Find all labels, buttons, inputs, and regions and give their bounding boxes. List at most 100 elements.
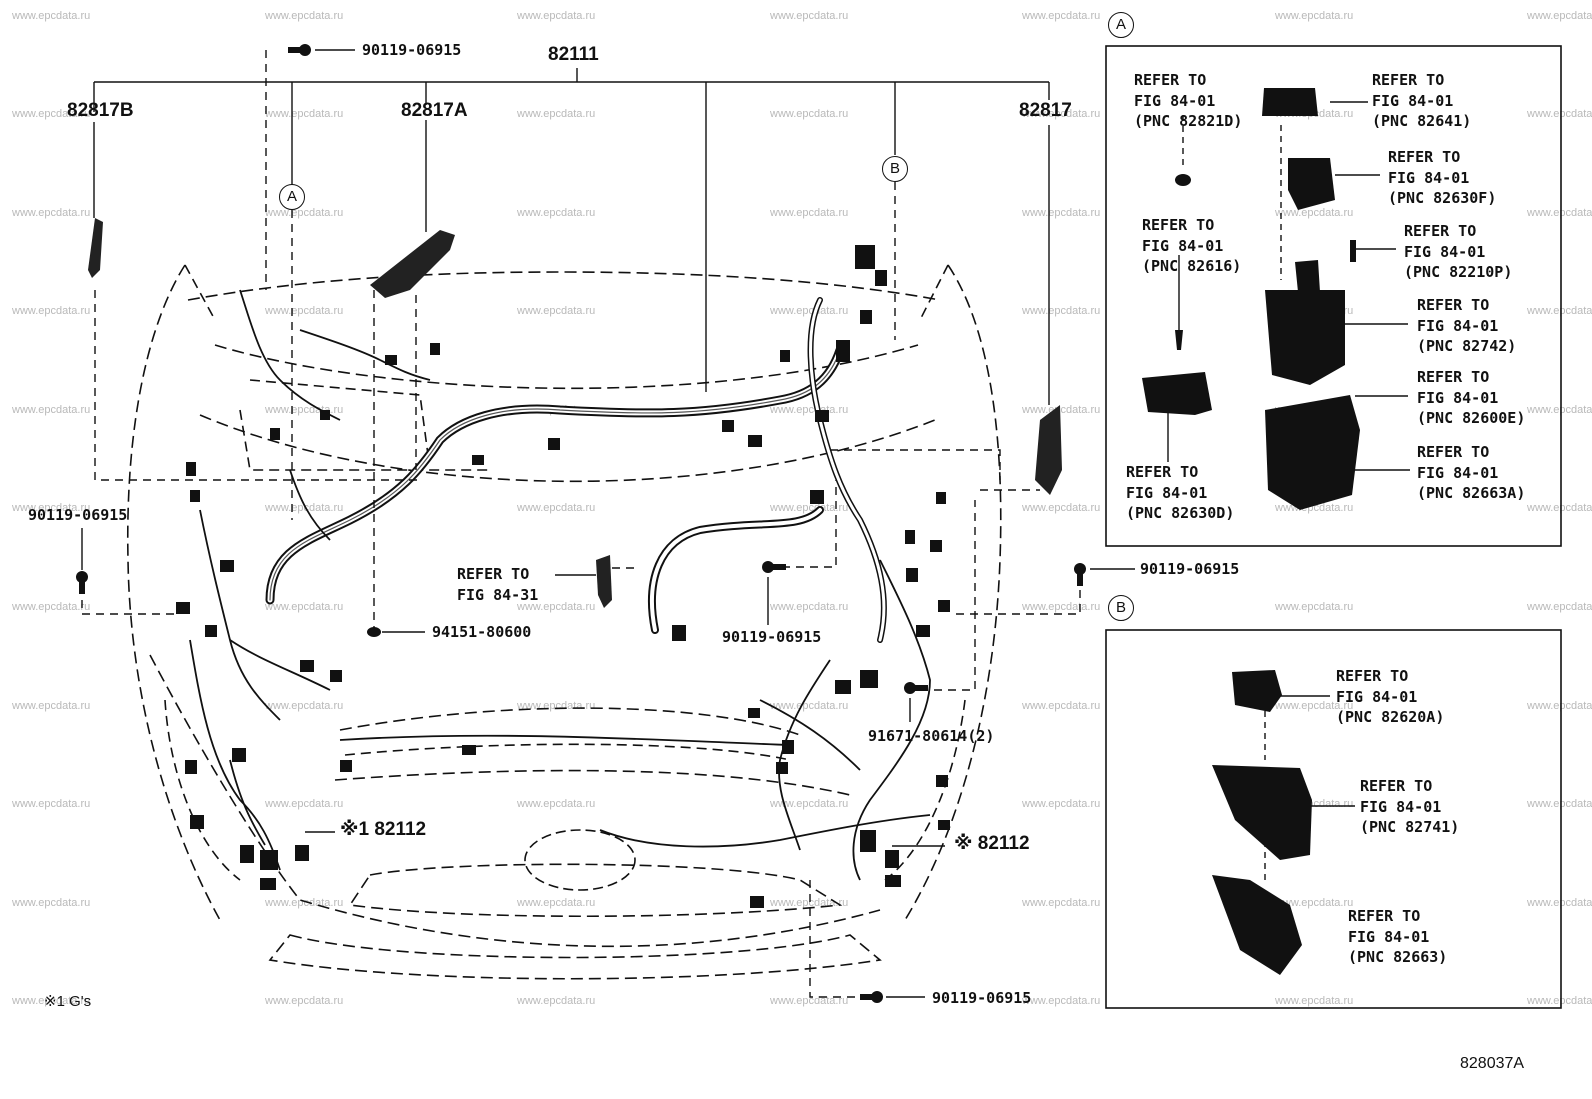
watermark-text: www.epcdata.ru (770, 10, 849, 22)
box-b-ref-82663[interactable]: REFER TO FIG 84-01 (PNC 82663) (1348, 907, 1448, 966)
box-a-ref-82641[interactable]: REFER TO FIG 84-01 (PNC 82641) (1372, 71, 1472, 130)
bolt-left-label[interactable]: 90119-06915 (28, 506, 128, 524)
watermark-text: www.epcdata.ru (770, 798, 849, 810)
watermark-text: www.epcdata.ru (770, 108, 849, 120)
watermark-text: www.epcdata.ru (1022, 700, 1101, 712)
nut-label[interactable]: 91671-80614(2) (868, 727, 995, 745)
bolt-top-label[interactable]: 90119-06915 (362, 41, 462, 59)
box-a-ref-82630D[interactable]: REFER TO FIG 84-01 (PNC 82630D) (1126, 463, 1235, 522)
part-82817-label[interactable]: 82817 (1019, 100, 1072, 121)
watermark-text: www.epcdata.ru (770, 601, 849, 613)
box-a-ref-82630F[interactable]: REFER TO FIG 84-01 (PNC 82630F) (1388, 148, 1497, 207)
refer-fig-84-31-label[interactable]: REFER TO FIG 84-31 (457, 565, 539, 604)
dashed-links (81, 50, 1081, 998)
sub-harness-right-label[interactable]: ※ 82112 (954, 833, 1030, 854)
callout-b-marker[interactable]: B (882, 156, 908, 182)
part-82817A-label[interactable]: 82817A (401, 100, 468, 121)
box-a-ref-82210P[interactable]: REFER TO FIG 84-01 (PNC 82210P) (1404, 222, 1513, 281)
bolt-bottom-label[interactable]: 90119-06915 (932, 989, 1032, 1007)
watermark-text: www.epcdata.ru (1275, 207, 1354, 219)
watermark-text: www.epcdata.ru (12, 108, 91, 120)
box-a-ref-82616[interactable]: REFER TO FIG 84-01 (PNC 82616) (1142, 216, 1242, 275)
watermark-text: www.epcdata.ru (265, 108, 344, 120)
fasteners (76, 44, 1086, 1003)
box-a-ref-82821D[interactable]: REFER TO FIG 84-01 (PNC 82821D) (1134, 71, 1243, 130)
harness-bundles (265, 297, 887, 643)
watermark-text: www.epcdata.ru (770, 502, 849, 514)
grommet-label[interactable]: 94151-80600 (432, 623, 532, 641)
watermark-text: www.epcdata.ru (265, 798, 344, 810)
harness-wires (189, 289, 931, 881)
watermark-text: www.epcdata.ru (1022, 10, 1101, 22)
sub-harness-left-label[interactable]: ※1 82112 (340, 819, 427, 840)
box-a-ref-82742[interactable]: REFER TO FIG 84-01 (PNC 82742) (1417, 296, 1517, 355)
watermark-text: www.epcdata.ru (1275, 700, 1354, 712)
diagram-id: 828037A (1460, 1055, 1525, 1072)
watermark-text: www.epcdata.ru (517, 502, 596, 514)
box-b-frame (1105, 629, 1562, 1009)
watermark-text: www.epcdata.ru (12, 502, 91, 514)
watermark-text: www.epcdata.ru (1022, 995, 1101, 1007)
watermark-text: www.epcdata.ru (12, 897, 91, 909)
watermark-text: www.epcdata.ru (12, 404, 91, 416)
watermark-text: www.epcdata.ru (1275, 897, 1354, 909)
watermark-text: www.epcdata.ru (517, 798, 596, 810)
box-a-frame (1105, 45, 1562, 547)
box-a-ref-82663A[interactable]: REFER TO FIG 84-01 (PNC 82663A) (1417, 443, 1526, 502)
watermark-text: www.epcdata.ru (1527, 897, 1592, 909)
watermark-text: www.epcdata.ru (265, 10, 344, 22)
watermark-text: www.epcdata.ru (1022, 502, 1101, 514)
watermark-text: www.epcdata.ru (770, 995, 849, 1007)
footnote: ※1 G's (44, 993, 92, 1010)
watermark-text: www.epcdata.ru (1527, 108, 1592, 120)
leader-lines (81, 49, 1135, 998)
watermark-text: www.epcdata.ru (1275, 601, 1354, 613)
protector-parts (88, 218, 1062, 608)
bolt-right-label[interactable]: 90119-06915 (1140, 560, 1240, 578)
watermark-text: www.epcdata.ru (517, 108, 596, 120)
watermark-text: www.epcdata.ru (1275, 995, 1354, 1007)
watermark-text: www.epcdata.ru (265, 995, 344, 1007)
watermark-text: www.epcdata.ru (517, 10, 596, 22)
connectors (176, 245, 950, 908)
watermark-text: www.epcdata.ru (12, 601, 91, 613)
watermark-text: www.epcdata.ru (770, 305, 849, 317)
watermark-text: www.epcdata.ru (12, 10, 91, 22)
watermark-text: www.epcdata.ru (265, 502, 344, 514)
watermark-text: www.epcdata.ru (1022, 798, 1101, 810)
part-82817B-label[interactable]: 82817B (67, 100, 134, 121)
watermark-text: www.epcdata.ru (1527, 207, 1592, 219)
watermark-text: www.epcdata.ru (1022, 897, 1101, 909)
part-82111-label[interactable]: 82111 (548, 44, 599, 65)
watermark-text: www.epcdata.ru (517, 305, 596, 317)
watermark-text: www.epcdata.ru (1022, 305, 1101, 317)
watermark-text: www.epcdata.ru (1527, 10, 1592, 22)
box-a-label: A (1108, 12, 1134, 38)
watermark-text: www.epcdata.ru (1527, 305, 1592, 317)
watermark-text: www.epcdata.ru (1022, 404, 1101, 416)
watermark-text: www.epcdata.ru (12, 995, 91, 1007)
watermark-text: www.epcdata.ru (1527, 601, 1592, 613)
watermark-text: www.epcdata.ru (265, 305, 344, 317)
watermark-text: www.epcdata.ru (517, 207, 596, 219)
box-b-ref-82620A[interactable]: REFER TO FIG 84-01 (PNC 82620A) (1336, 667, 1445, 726)
watermark-text: www.epcdata.ru (770, 207, 849, 219)
watermark-text: www.epcdata.ru (1527, 995, 1592, 1007)
callout-a-marker[interactable]: A (279, 184, 305, 210)
watermark-text: www.epcdata.ru (517, 601, 596, 613)
watermark-text: www.epcdata.ru (1527, 404, 1592, 416)
watermark-text: www.epcdata.ru (770, 700, 849, 712)
bolt-center-label[interactable]: 90119-06915 (722, 628, 822, 646)
watermark-text: www.epcdata.ru (517, 995, 596, 1007)
box-a-ref-82600E[interactable]: REFER TO FIG 84-01 (PNC 82600E) (1417, 368, 1526, 427)
watermark-text: www.epcdata.ru (1527, 700, 1592, 712)
watermark-text: www.epcdata.ru (12, 207, 91, 219)
watermark-text: www.epcdata.ru (265, 207, 344, 219)
watermark-text: www.epcdata.ru (1275, 10, 1354, 22)
watermark-text: www.epcdata.ru (1022, 108, 1101, 120)
watermark-text: www.epcdata.ru (12, 305, 91, 317)
watermark-text: www.epcdata.ru (1527, 502, 1592, 514)
box-b-ref-82741[interactable]: REFER TO FIG 84-01 (PNC 82741) (1360, 777, 1460, 836)
box-a-components (1142, 88, 1410, 510)
